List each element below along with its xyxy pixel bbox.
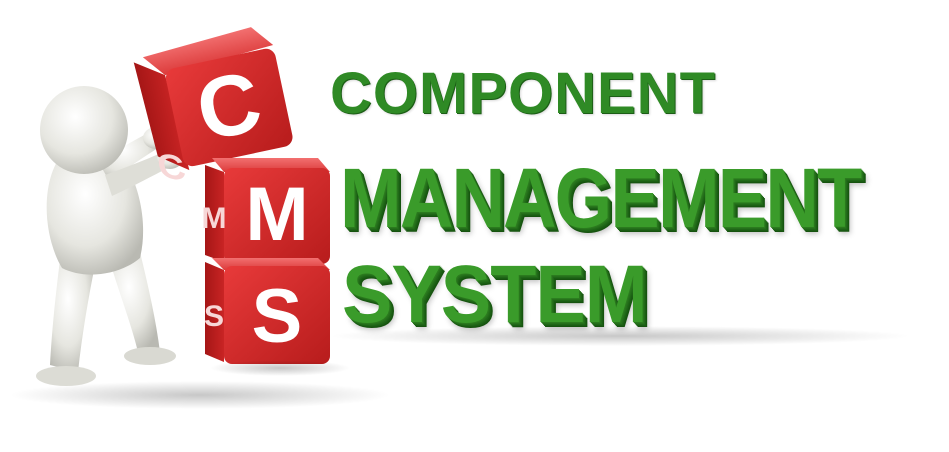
cube-shadow xyxy=(210,360,350,376)
cube-c: C C xyxy=(133,27,293,188)
cube-m-side-letter: M xyxy=(202,202,227,235)
cube-s: S S xyxy=(204,258,330,364)
ground-shadow xyxy=(10,381,390,409)
cube-s-side-letter: S xyxy=(204,300,224,333)
headline-management: MANAGEMENT xyxy=(340,151,862,245)
person-head xyxy=(40,86,128,174)
text-shadow xyxy=(330,326,910,346)
headline-component: COMPONENT xyxy=(330,61,716,126)
cube-m-letter: M xyxy=(245,172,308,257)
cube-s-letter: S xyxy=(252,274,303,359)
headline-system: SYSTEM xyxy=(342,249,648,340)
cube-m: M M xyxy=(202,158,330,264)
